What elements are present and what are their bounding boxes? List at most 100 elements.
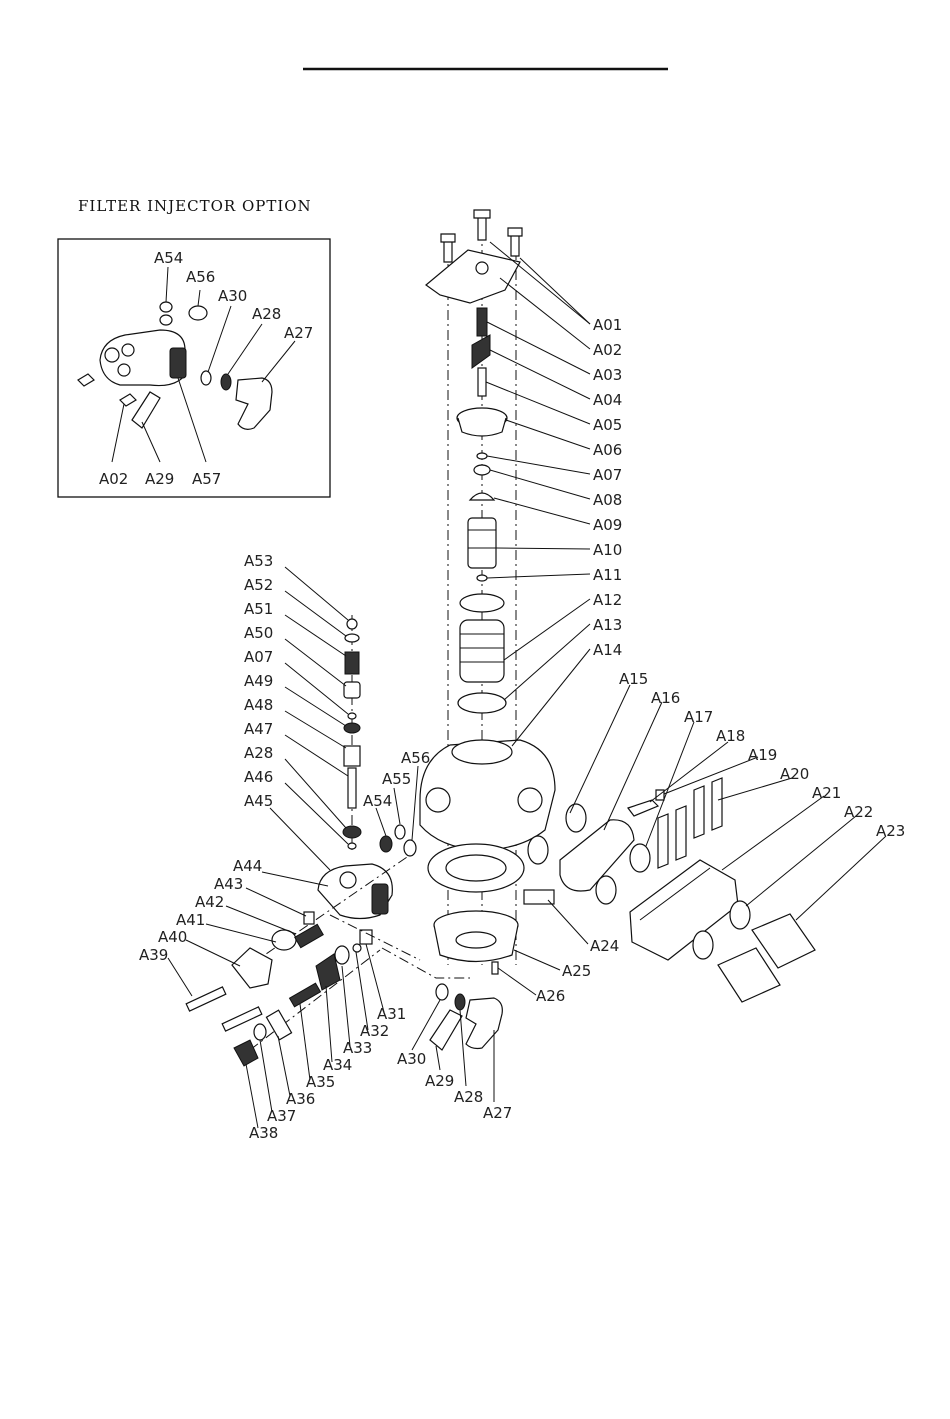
stem xyxy=(344,746,360,766)
label-a38: A38 xyxy=(249,1124,278,1142)
leader xyxy=(142,422,160,462)
oring xyxy=(335,946,349,964)
inset-port xyxy=(122,344,134,356)
throat-spring xyxy=(295,924,324,947)
top-plate xyxy=(426,250,520,303)
valve-body-port xyxy=(518,788,542,812)
leader xyxy=(412,766,418,840)
inset-port xyxy=(118,364,130,376)
seal-stack xyxy=(460,620,504,682)
washer xyxy=(474,465,490,475)
inset-washer xyxy=(201,371,211,385)
label-a08: A08 xyxy=(593,491,622,509)
label-a27-bottom: A27 xyxy=(483,1104,512,1122)
nut xyxy=(347,619,357,629)
small-oring xyxy=(477,453,487,459)
inset-title: FILTER INJECTOR OPTION xyxy=(78,197,312,215)
piston-rod xyxy=(472,335,490,368)
label-a49: A49 xyxy=(244,672,273,690)
label-a09: A09 xyxy=(593,516,622,534)
leader xyxy=(285,687,346,726)
label-a56-mid: A56 xyxy=(401,749,430,767)
bolt xyxy=(186,987,226,1011)
leader xyxy=(226,906,296,934)
leader xyxy=(514,950,560,970)
leader xyxy=(506,420,590,449)
leader xyxy=(112,404,124,462)
label-a45: A45 xyxy=(244,792,273,810)
flow-control xyxy=(360,930,372,944)
inset-label-a28: A28 xyxy=(252,305,281,323)
inset-port xyxy=(105,348,119,362)
label-a31: A31 xyxy=(377,1005,406,1023)
clip xyxy=(430,1010,462,1050)
leader xyxy=(570,685,630,813)
leader xyxy=(512,649,590,746)
leader xyxy=(366,944,384,1012)
label-a44: A44 xyxy=(233,857,262,875)
leader xyxy=(498,968,536,995)
leader xyxy=(285,711,346,748)
spring xyxy=(477,308,487,336)
oring xyxy=(404,840,416,856)
oring xyxy=(693,931,713,959)
leader xyxy=(166,267,168,302)
leader xyxy=(722,796,824,870)
leader xyxy=(285,639,346,686)
label-a19: A19 xyxy=(748,746,777,764)
bypass-block xyxy=(630,860,738,960)
label-a07-left: A07 xyxy=(244,648,273,666)
spring xyxy=(345,652,359,674)
label-a33: A33 xyxy=(343,1039,372,1057)
screw xyxy=(656,790,664,800)
leader xyxy=(262,872,328,886)
inset-oring xyxy=(189,306,207,320)
oring xyxy=(566,804,586,832)
leader xyxy=(285,591,346,636)
leader xyxy=(490,350,590,399)
leader xyxy=(285,663,348,714)
leader xyxy=(198,290,200,306)
valve-body-port xyxy=(426,788,450,812)
oring xyxy=(380,836,392,852)
leader xyxy=(746,816,856,906)
label-a37: A37 xyxy=(267,1107,296,1125)
label-a47: A47 xyxy=(244,720,273,738)
inset-label-a29: A29 xyxy=(145,470,174,488)
oring xyxy=(344,723,360,733)
top-screw xyxy=(474,210,490,240)
inset-screw xyxy=(120,394,136,406)
label-a50: A50 xyxy=(244,624,273,642)
base-gasket-inner xyxy=(446,855,506,881)
label-a24: A24 xyxy=(590,937,619,955)
label-a46: A46 xyxy=(244,768,273,786)
leader xyxy=(460,1010,466,1086)
label-a11: A11 xyxy=(593,566,622,584)
label-a41: A41 xyxy=(176,911,205,929)
bypass-assembly: A15 A16 A17 A18 A19 A20 A21 A22 A23 xyxy=(524,670,905,1002)
oring xyxy=(395,825,405,839)
inset-label-a30: A30 xyxy=(218,287,247,305)
leader xyxy=(285,783,348,844)
cap xyxy=(344,682,360,698)
small-oring xyxy=(477,575,487,581)
label-a13: A13 xyxy=(593,616,622,634)
leader xyxy=(490,470,590,499)
leader xyxy=(285,567,348,620)
leader xyxy=(494,498,590,524)
label-a04: A04 xyxy=(593,391,622,409)
label-a39: A39 xyxy=(139,946,168,964)
label-a18: A18 xyxy=(716,727,745,745)
gasket xyxy=(458,693,506,713)
label-a30-bottom: A30 xyxy=(397,1050,426,1068)
inset-screw xyxy=(78,374,94,386)
leader xyxy=(285,759,346,828)
leader xyxy=(394,788,400,824)
oring xyxy=(455,994,465,1010)
cap-side xyxy=(458,418,506,436)
valve-body-top xyxy=(452,740,512,764)
leader xyxy=(246,1064,258,1128)
label-a26: A26 xyxy=(536,987,565,1005)
